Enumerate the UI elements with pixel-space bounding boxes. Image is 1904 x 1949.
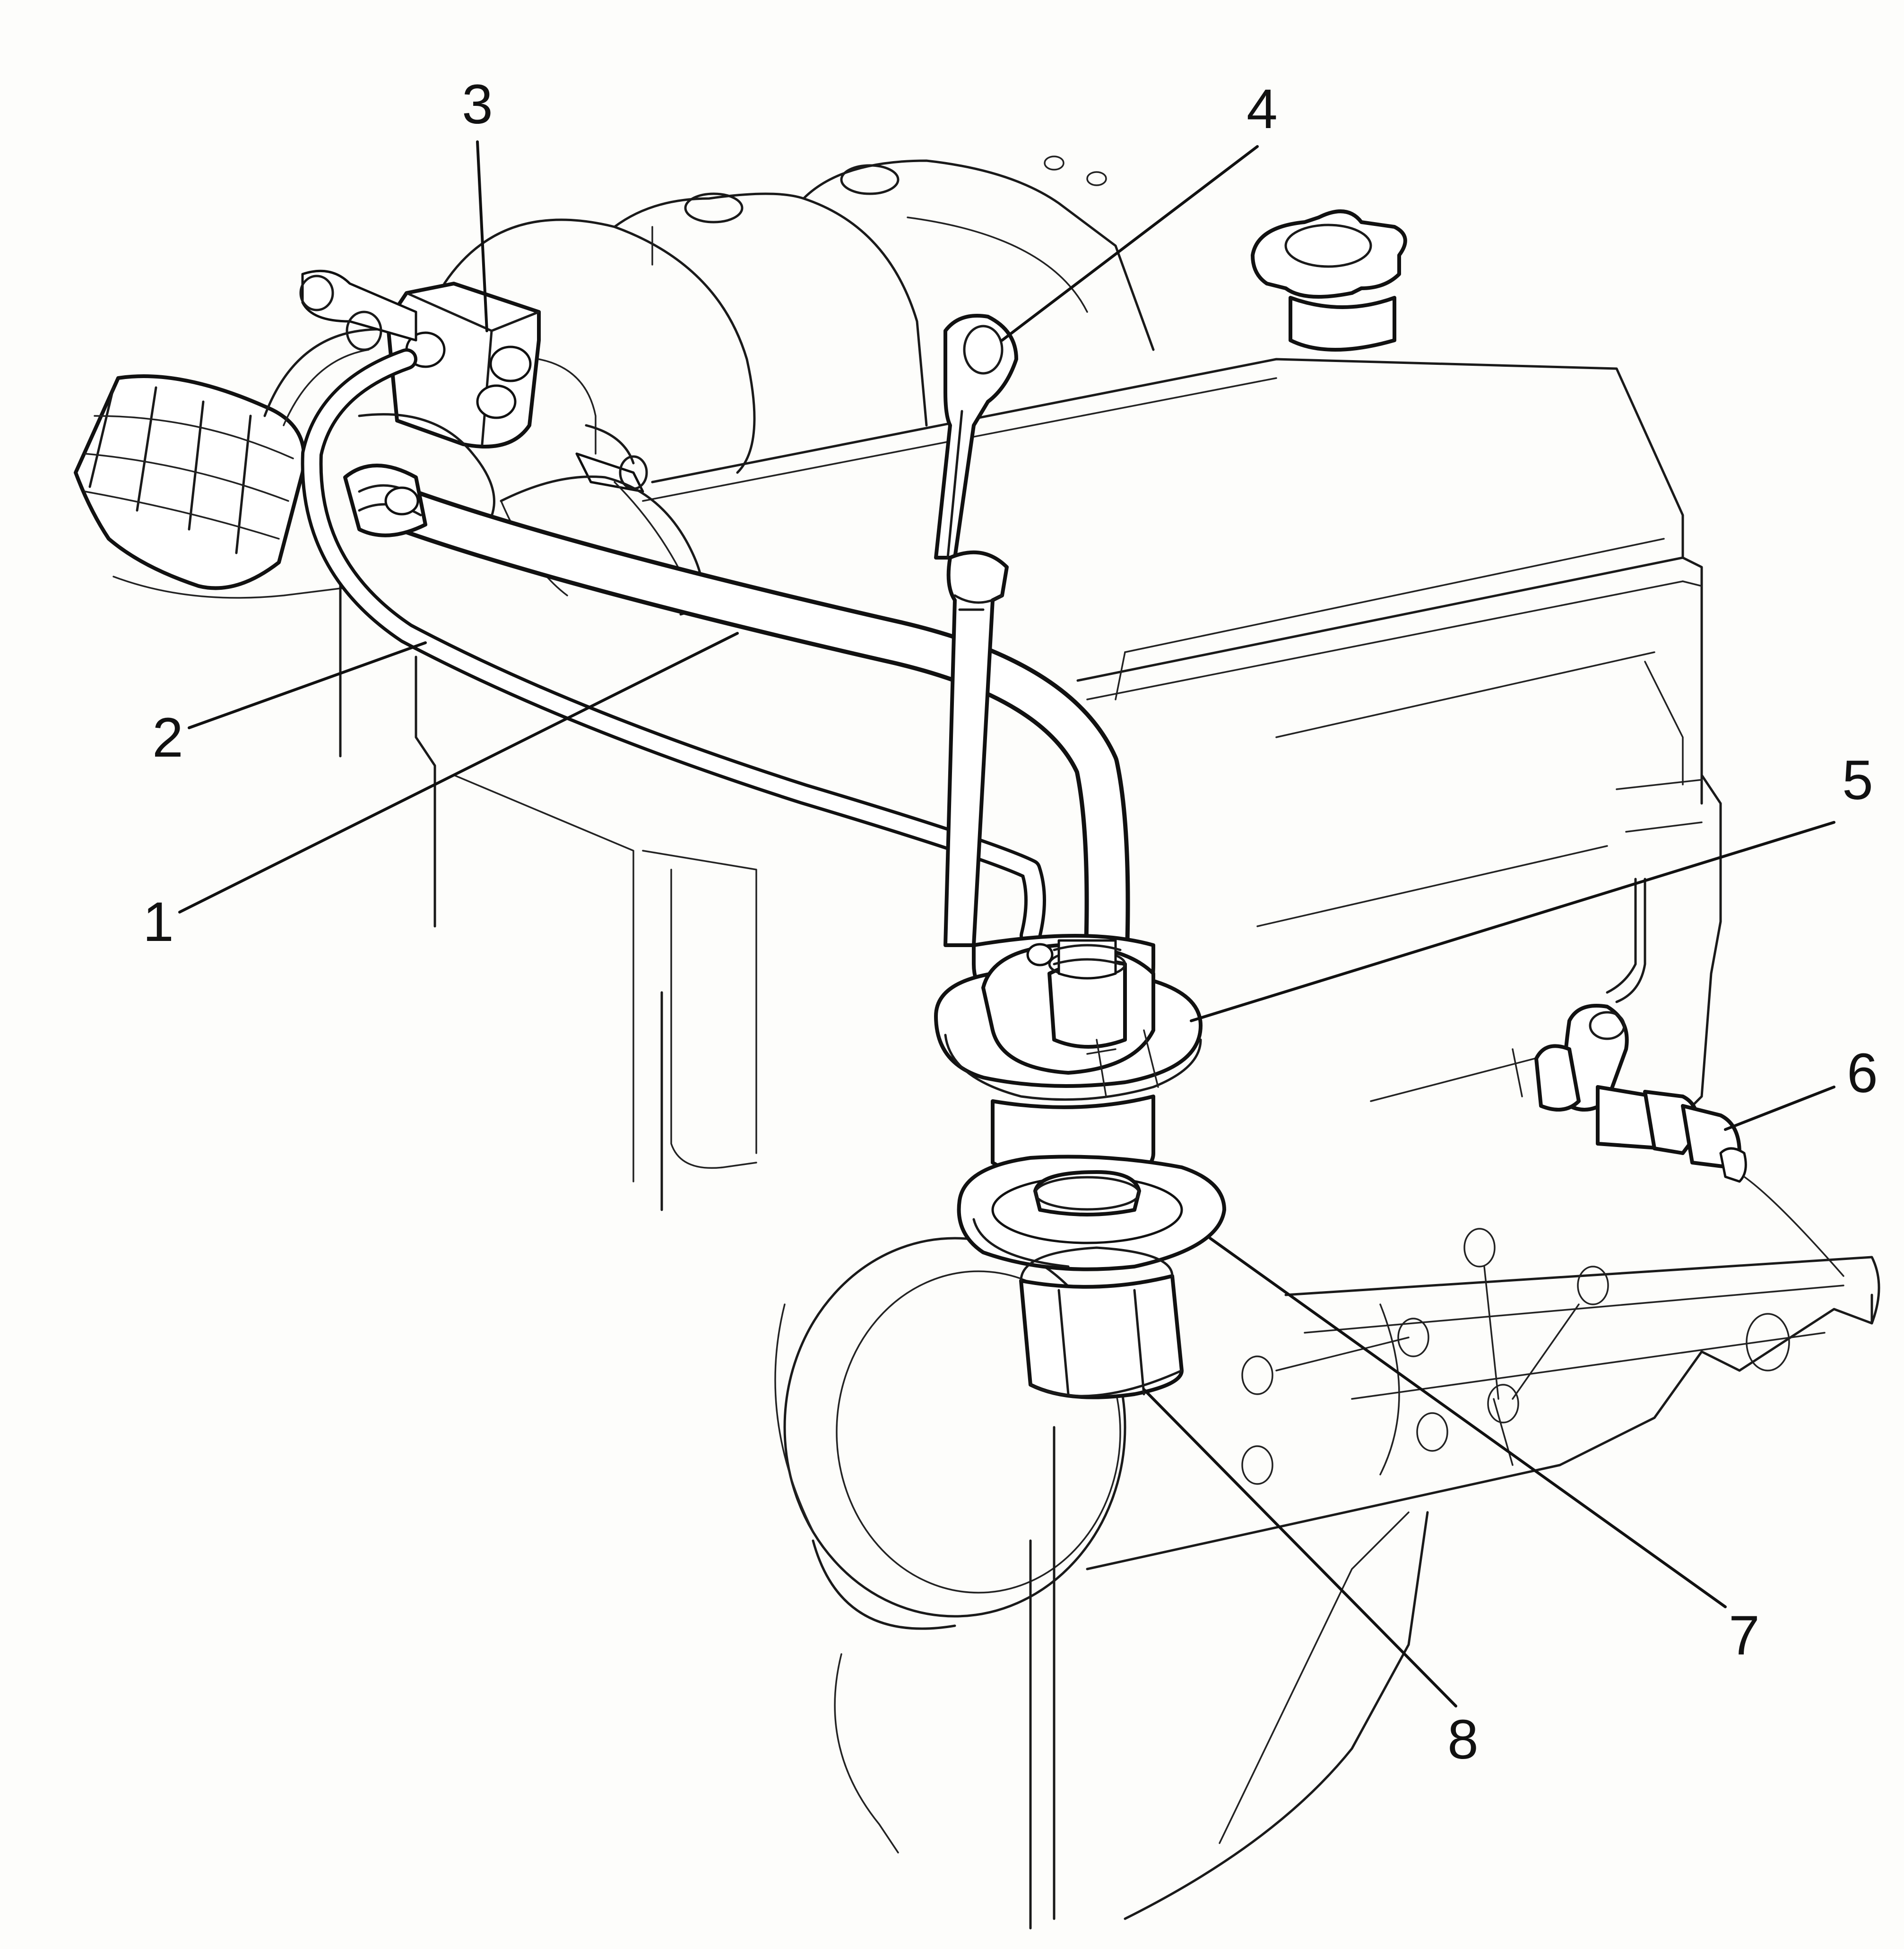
- callout-6: 6: [1847, 1042, 1878, 1104]
- oil-filler-cap: [1251, 209, 1407, 352]
- callout-numbers: 3 4 2 1 5 6 7 8: [143, 73, 1878, 1771]
- oil-separator-assembly: [934, 934, 1226, 1399]
- breather-hose: [343, 464, 1130, 987]
- leader-lines: [178, 140, 1835, 1708]
- leader-6: [1724, 1086, 1835, 1131]
- callout-2: 2: [152, 707, 183, 769]
- leader-5: [1190, 821, 1835, 1022]
- block-bolt: [1241, 1445, 1273, 1485]
- block-bolt: [1241, 1355, 1273, 1395]
- block-bolt: [1463, 1228, 1496, 1268]
- leader-8: [1142, 1388, 1457, 1708]
- block-bolt: [1487, 1384, 1519, 1423]
- vent-pipe: [301, 348, 1046, 947]
- callout-1: 1: [143, 891, 174, 953]
- engine-block: [415, 358, 1880, 1920]
- block-bolt: [1416, 1412, 1448, 1452]
- oil-pressure-sender: [1512, 878, 1844, 1277]
- block-bolt: [1397, 1318, 1429, 1357]
- leader-2: [188, 641, 427, 729]
- callout-5: 5: [1842, 749, 1873, 811]
- callout-7: 7: [1729, 1604, 1760, 1667]
- crankshaft-pulley: [774, 1237, 1126, 1930]
- leader-4: [1001, 145, 1259, 342]
- leader-3: [476, 140, 488, 332]
- callout-4: 4: [1246, 78, 1278, 140]
- block-bolt: [1577, 1266, 1609, 1305]
- valve-block: [299, 269, 648, 493]
- cam-cover: [443, 155, 1155, 474]
- callout-3: 3: [462, 73, 493, 136]
- dipstick: [934, 314, 1018, 947]
- air-intake-duct: [74, 328, 465, 758]
- callout-8: 8: [1447, 1708, 1479, 1771]
- leader-1: [178, 632, 739, 914]
- leader-7: [1209, 1237, 1727, 1608]
